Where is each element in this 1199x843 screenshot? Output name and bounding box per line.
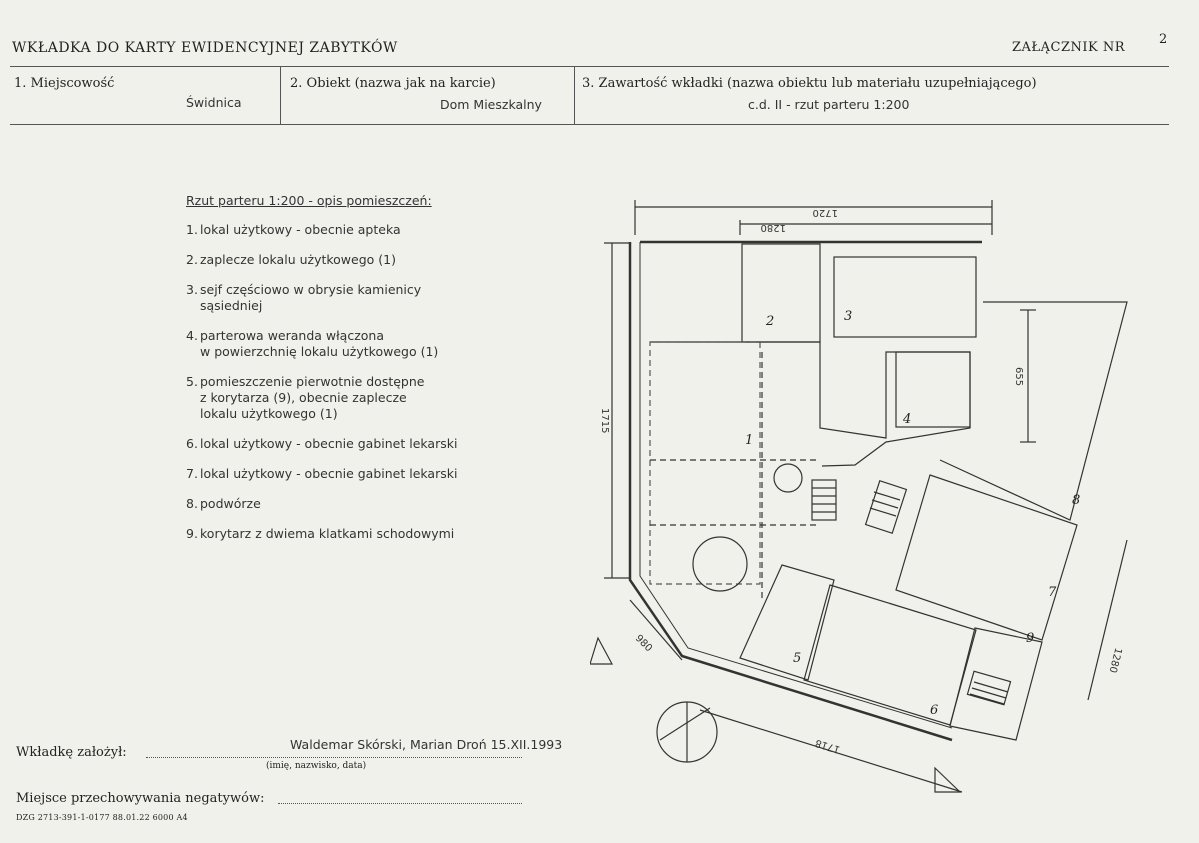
legend-item-number: 2. — [186, 252, 198, 267]
field-content-label: 3. Zawartość wkładki (nazwa obiektu lub … — [582, 76, 1037, 91]
legend-item: 1.lokal użytkowy - obecnie apteka — [186, 222, 526, 238]
legend-item-number: 5. — [186, 374, 198, 389]
room-legend: Rzut parteru 1:200 - opis pomieszczeń: 1… — [186, 193, 526, 556]
dim-bottom: 1718 — [814, 737, 842, 755]
room-label-5: 5 — [793, 651, 801, 666]
dim-top-inner: 1280 — [761, 222, 786, 233]
legend-item-text: lokal użytkowy - obecnie apteka — [200, 222, 401, 237]
field-object-label: 2. Obiekt (nazwa jak na karcie) — [290, 76, 496, 91]
room-label-1: 1 — [745, 433, 753, 448]
legend-heading: Rzut parteru 1:200 - opis pomieszczeń: — [186, 193, 432, 208]
dim-bottom-left: 980 — [633, 633, 654, 654]
legend-item-text: pomieszczenie pierwotnie dostępne z kory… — [200, 374, 425, 421]
storage-label: Miejsce przechowywania negatywów: — [16, 791, 265, 806]
legend-item-text: lokal użytkowy - obecnie gabinet lekarsk… — [200, 466, 458, 481]
field-locality-value: Świdnica — [186, 95, 242, 110]
ground-floor-plan: 1720 1280 1715 655 1280 1718 980 1 2 3 4… — [590, 200, 1128, 793]
legend-item-text: korytarz z dwiema klatkami schodowymi — [200, 526, 455, 541]
room-label-9: 9 — [1026, 631, 1034, 646]
dim-left: 1715 — [599, 408, 610, 433]
legend-item: 7.lokal użytkowy - obecnie gabinet lekar… — [186, 466, 526, 482]
legend-item: 2.zaplecze lokalu użytkowego (1) — [186, 252, 526, 268]
dim-right-lower: 1280 — [1107, 646, 1124, 673]
attachment-number: 2 — [1159, 32, 1168, 47]
legend-item-number: 6. — [186, 436, 198, 451]
room-label-3: 3 — [844, 309, 852, 324]
legend-item: 5.pomieszczenie pierwotnie dostępne z ko… — [186, 374, 526, 422]
founded-label: Wkładkę założył: — [16, 745, 127, 760]
legend-item-text: parterowa weranda włączona w powierzchni… — [200, 328, 439, 359]
legend-item: 3.sejf częściowo w obrysie kamienicy sąs… — [186, 282, 526, 314]
legend-item-text: sejf częściowo w obrysie kamienicy sąsie… — [200, 282, 422, 313]
dim-right: 655 — [1013, 367, 1024, 386]
room-label-4: 4 — [902, 412, 911, 427]
founded-line — [146, 757, 522, 758]
legend-item-number: 1. — [186, 222, 198, 237]
room-label-2: 2 — [765, 314, 774, 329]
field-locality-label: 1. Miejscowość — [14, 76, 115, 91]
legend-item-number: 8. — [186, 496, 198, 511]
legend-item-number: 9. — [186, 526, 198, 541]
founded-hint: (imię, nazwisko, data) — [266, 761, 367, 771]
legend-item-number: 3. — [186, 282, 198, 297]
field-divider-1 — [280, 66, 281, 124]
founded-value: Waldemar Skórski, Marian Droń 15.XII.199… — [290, 737, 563, 752]
legend-item: 6.lokal użytkowy - obecnie gabinet lekar… — [186, 436, 526, 452]
legend-item-text: podwórze — [200, 496, 261, 511]
legend-item: 9.korytarz z dwiema klatkami schodowymi — [186, 526, 526, 542]
room-label-7: 7 — [1048, 585, 1057, 600]
header-rule — [10, 66, 1169, 67]
attachment-label: ZAŁĄCZNIK NR — [1012, 40, 1126, 55]
sheet-title: WKŁADKA DO KARTY EWIDENCYJNEJ ZABYTKÓW — [12, 40, 398, 56]
legend-item-number: 7. — [186, 466, 198, 481]
dim-top-outer: 1720 — [813, 207, 838, 218]
legend-item: 4.parterowa weranda włączona w powierzch… — [186, 328, 526, 360]
legend-item-text: zaplecze lokalu użytkowego (1) — [200, 252, 396, 267]
legend-item-number: 4. — [186, 328, 198, 343]
storage-line — [278, 803, 522, 804]
form-code: DZG 2713-391-1-0177 88.01.22 6000 A4 — [16, 813, 188, 822]
field-divider-2 — [574, 66, 575, 124]
legend-item: 8.podwórze — [186, 496, 526, 512]
field-object-value: Dom Mieszkalny — [440, 97, 542, 112]
room-label-8: 8 — [1072, 493, 1080, 508]
field-content-value: c.d. II - rzut parteru 1:200 — [748, 97, 910, 112]
room-label-6: 6 — [930, 703, 938, 718]
fields-bottom-rule — [10, 124, 1169, 125]
legend-item-text: lokal użytkowy - obecnie gabinet lekarsk… — [200, 436, 458, 451]
